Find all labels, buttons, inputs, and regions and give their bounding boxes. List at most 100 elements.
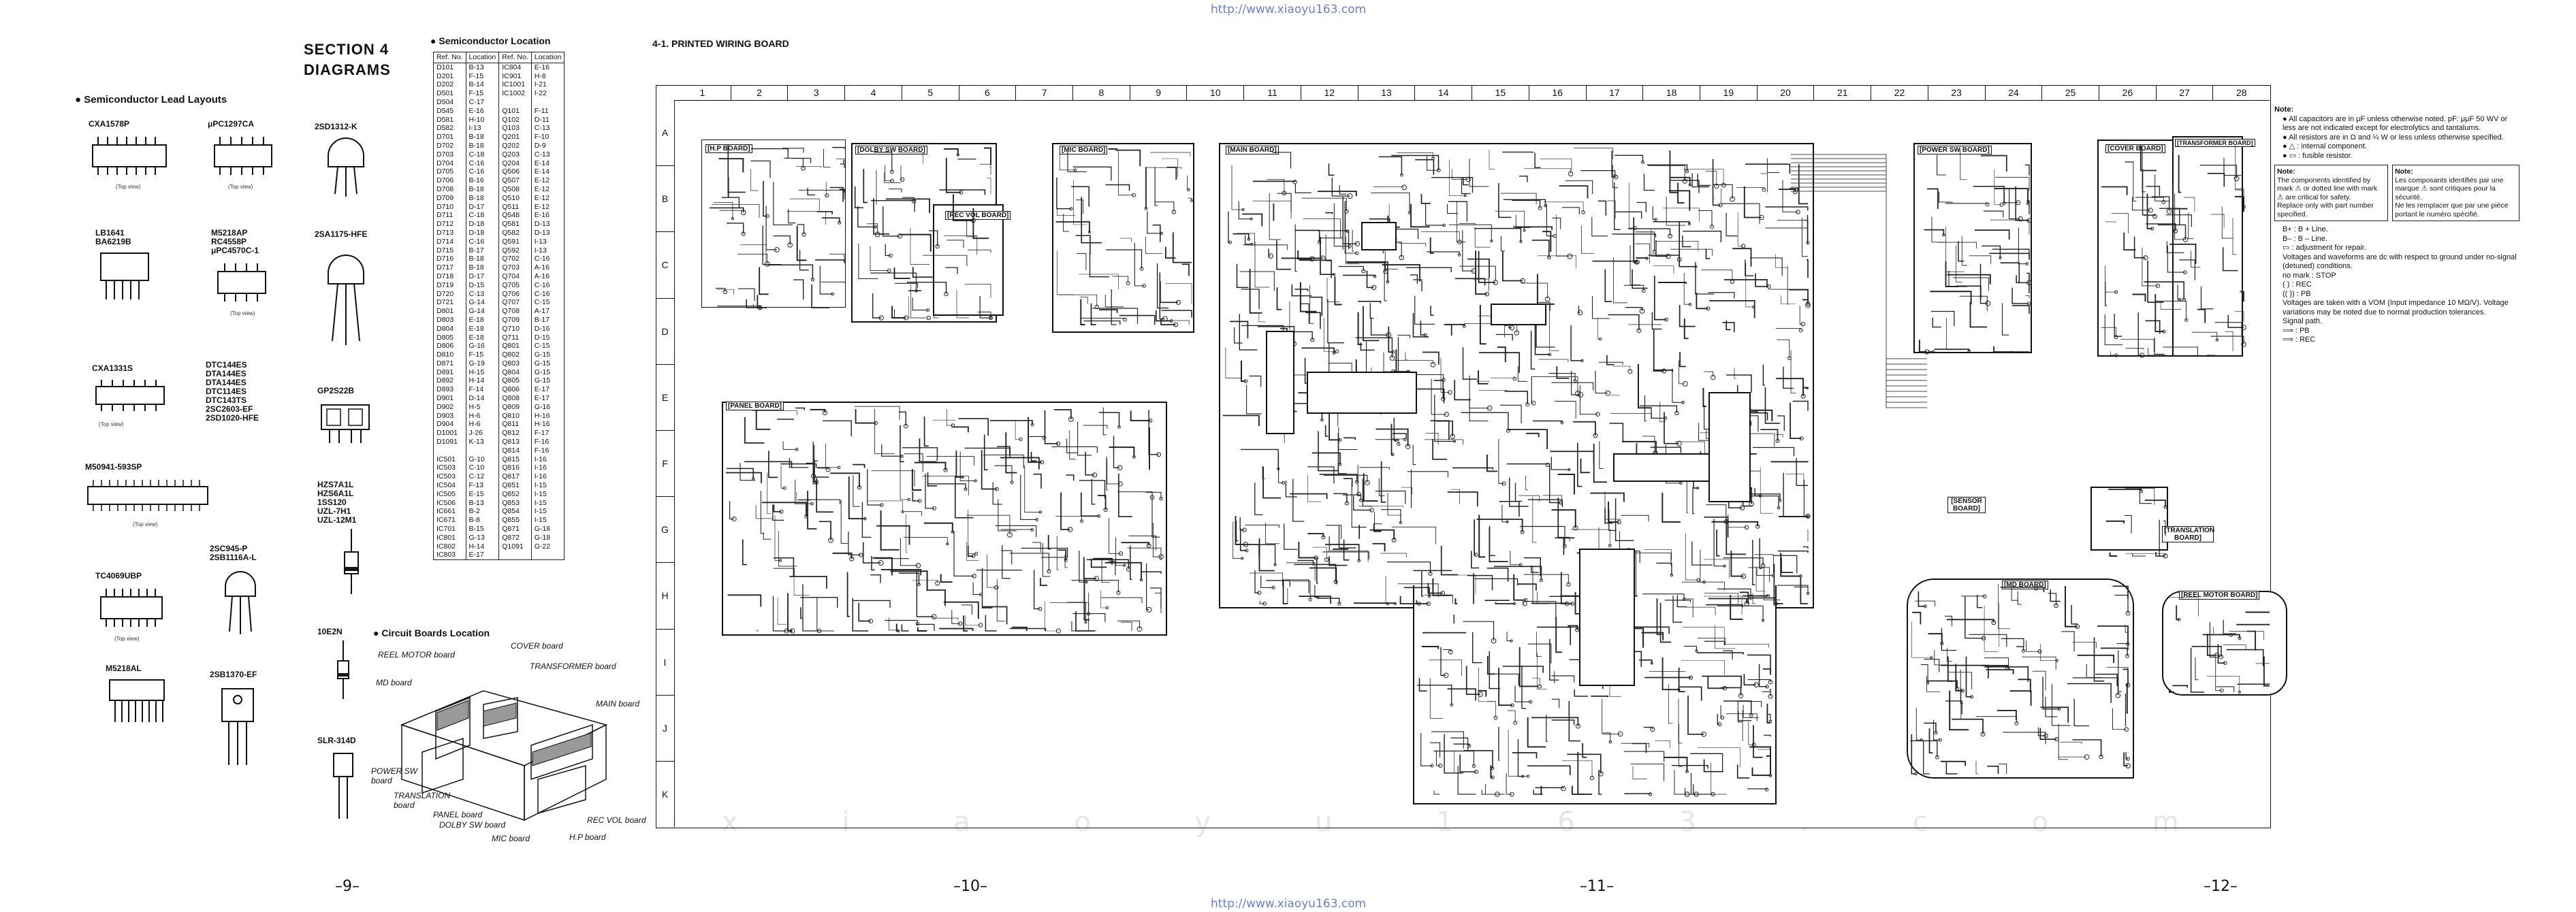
col-header: Ref. No. [498, 52, 532, 63]
part-name: SLR-314D [317, 736, 356, 745]
grid-col-label: 14 [1415, 85, 1473, 100]
note-item: △ : internal component. [2289, 142, 2367, 150]
part-view: (Top view) [99, 421, 124, 427]
transistor-to220-icon [221, 688, 254, 765]
section-line1: SECTION 4 [304, 41, 389, 58]
note-item: no mark : STOP [2283, 271, 2336, 280]
part-view: (Top view) [133, 521, 158, 527]
note-item: Voltages and waveforms are dc with respe… [2283, 253, 2517, 271]
grid-col-label: 4 [845, 85, 902, 100]
grid-row-label: I [656, 630, 674, 696]
reel-board-label: [REEL MOTOR BOARD] [2179, 591, 2260, 600]
lbl-panel: PANEL board [433, 810, 483, 819]
translation-board [2090, 487, 2168, 551]
ic-dip-icon [92, 137, 167, 175]
part-dtc144es: DTC144ES DTA144ES DTA144ES DTC114ES DTC1… [206, 361, 321, 423]
grid-col-label: 3 [788, 85, 846, 100]
md-board [1907, 579, 2134, 779]
photo-sensor-icon [321, 404, 370, 443]
grid-col-label: 17 [1587, 85, 1644, 100]
grid-col-label: 26 [2099, 85, 2157, 100]
trace-group [2168, 597, 2270, 694]
part-2sb1370: 2SB1370-EF [210, 670, 312, 775]
safety-note-en-label: Note: [2277, 167, 2295, 176]
transistor-to92-icon [225, 571, 256, 634]
part-name: CXA1578P [89, 119, 130, 129]
part-name: 2SA1175-HFE [315, 229, 368, 239]
col-header: Ref. No. [433, 52, 466, 63]
watermark-url-bottom: http://www.xiaoyu163.com [1211, 897, 1367, 911]
col-header: Location [530, 52, 565, 63]
safety-note-fr-text: Les composants identifiés par une marque… [2395, 176, 2509, 218]
grid-col-label: 16 [1529, 85, 1587, 100]
grid-row-label: C [656, 232, 674, 299]
part-view: (Top view) [116, 184, 141, 190]
note-item: ▭ : adjustment for repair. [2283, 244, 2366, 252]
grid-col-label: 5 [902, 85, 959, 100]
trace-group [1055, 148, 1194, 327]
grid-row-label: A [656, 100, 674, 167]
grid-row-label: B [656, 166, 674, 233]
ic-footprint [1708, 392, 1751, 502]
note-item: Voltages are taken with a VOM (Input imp… [2283, 299, 2509, 316]
ic-dip-icon [217, 263, 266, 302]
ic-sip-icon [100, 253, 149, 299]
note-item: (( )) : PB [2283, 289, 2311, 298]
part-name: DTC144ES DTA144ES DTA144ES DTC114ES DTC1… [206, 360, 259, 423]
led-icon [333, 753, 353, 819]
part-name: GP2S22B [317, 386, 355, 395]
cover-board-label: [COVER BOARD] [2105, 144, 2165, 153]
note-item: All capacitors are in μF unless otherwis… [2283, 114, 2508, 133]
rec-vol-label: [REC VOL BOARD] [945, 211, 1011, 220]
circuit-boards-drawing [400, 690, 608, 821]
col-header: Location [465, 52, 500, 63]
safety-note-fr: Note: Les composants identifiés par une … [2392, 165, 2519, 221]
grid-col-label: 2 [731, 85, 789, 100]
pwb-title: 4-1. PRINTED WIRING BOARD [652, 38, 789, 49]
note-item: ⟹ : REC [2283, 336, 2316, 344]
grid-col-label: 23 [1928, 85, 1986, 100]
lbl-power: POWER SW board [371, 766, 417, 785]
grid-col-label: 18 [1643, 85, 1700, 100]
note-item: ⟹ : PB [2283, 326, 2310, 335]
grid-col-label: 8 [1073, 85, 1130, 100]
ic-footprint [1613, 453, 1710, 482]
page-watermark: x i a o y u 1 6 3 . c o m [722, 807, 2227, 838]
part-slr314d: SLR-314D [317, 736, 399, 829]
note-item: ( ) : REC [2283, 280, 2312, 289]
grid-col-label: 12 [1301, 85, 1358, 100]
notes-list-2: B+ : B + Line.B– : B – Line.▭ : adjustme… [2274, 225, 2519, 345]
transistor-to92-icon [328, 255, 364, 345]
trace-group [725, 406, 1164, 634]
ic-dip-icon [214, 137, 272, 175]
part-name: M5218AL [106, 664, 142, 673]
part-tc4069ubp: TC4069UBP (Top view) [95, 572, 197, 642]
diode-icon [344, 529, 359, 594]
trace-group [2101, 144, 2246, 358]
circuit-boards-title: ● Circuit Boards Location [373, 628, 490, 638]
grid-col-label: 22 [1871, 85, 1928, 100]
lbl-translation: TRANSLATION board [394, 791, 451, 810]
ic-sip-icon [109, 679, 165, 722]
grid-col-label: 25 [2042, 85, 2099, 100]
section-line2: DIAGRAMS [304, 61, 391, 78]
translation-board-label: [TRANSLATION BOARD] [2162, 526, 2214, 542]
transformer-board-label: [TRANSFORMER BOARD] [2175, 139, 2255, 147]
page-number-9: –9– [335, 878, 360, 895]
loc-col-2: E-16 H-8 I-21 I-22 F-11 D-11 C-13 F-10 D… [530, 63, 565, 561]
sensor-board-label: [SENSOR BOARD] [1947, 497, 1986, 513]
lbl-recvol: REC VOL board [587, 815, 646, 825]
panel-board [722, 402, 1167, 636]
part-name: 10E2N [317, 627, 343, 636]
grid-row-label: F [656, 431, 674, 498]
ref-col-2: IC804 IC901 IC1001 IC1002 Q101 Q102 Q103… [498, 63, 532, 561]
page-number-12: –12– [2204, 878, 2238, 895]
grid-col-label: 13 [1358, 85, 1416, 100]
loc-col-1: B-13 F-15 B-14 F-15 C-17 E-16 H-10 I-13 … [465, 63, 500, 561]
lbl-reel: REEL MOTOR board [378, 650, 455, 659]
grid-row-label: E [656, 365, 674, 431]
grid-col-label: 19 [1700, 85, 1758, 100]
lead-layouts-title: ● Semiconductor Lead Layouts [75, 94, 227, 105]
part-diodes: HZS7A1L HZS6A1L 1SS120 UZL-7H1 UZL-12M1 [317, 481, 399, 600]
